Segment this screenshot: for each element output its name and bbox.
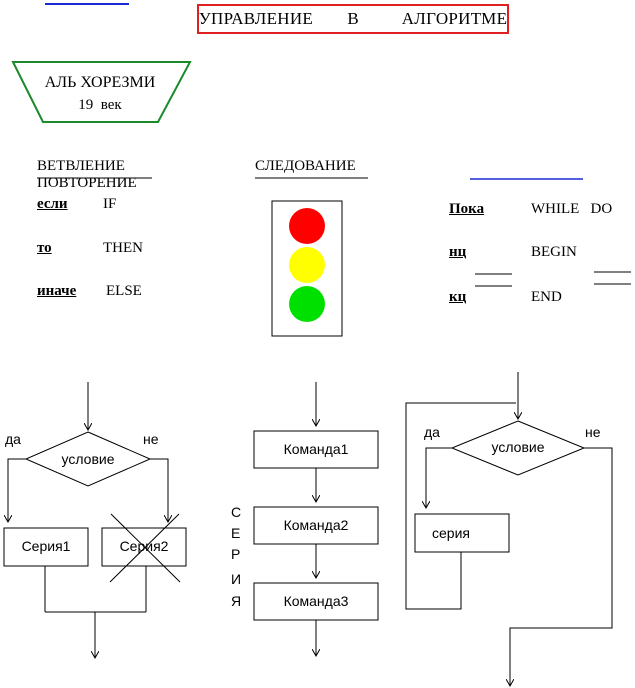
- sequence-diagram: [253, 382, 379, 656]
- branch-diagram: [3, 382, 187, 658]
- traffic-light-red: [289, 208, 325, 244]
- keyword-else-en: ELSE: [106, 283, 142, 299]
- header-sequence: СЛЕДОВАНИЕ: [255, 158, 356, 174]
- keyword-while-en: WHILE DO: [531, 201, 613, 217]
- loop-body-block: серия: [432, 525, 470, 541]
- series-letter-4: И: [231, 571, 242, 587]
- branch-no-label: не: [143, 431, 159, 447]
- keyword-while-ru: Пока: [449, 201, 485, 217]
- keyword-begin-ru: нц: [449, 244, 467, 260]
- branch-yes-label: да: [5, 431, 21, 447]
- header-repeat: ПОВТОРЕНИЕ: [37, 175, 137, 189]
- branch-left-block: Серия1: [21, 538, 71, 554]
- author-century: 19 век: [78, 96, 122, 113]
- loop-yes-label: да: [424, 424, 440, 440]
- author-name: АЛЬ ХОРЕЗМИ: [44, 74, 156, 91]
- keyword-begin-en: BEGIN: [531, 244, 577, 260]
- sequence-command-3: Команда3: [283, 593, 349, 609]
- keyword-else-ru: иначе: [37, 283, 77, 299]
- series-letter-5: Я: [231, 593, 242, 609]
- author-trapezoid: [11, 61, 192, 123]
- page-title: УПРАВЛЕНИЕ В АЛГОРИТМЕ: [197, 4, 509, 34]
- traffic-light-green: [289, 286, 325, 322]
- sequence-command-2: Команда2: [283, 517, 349, 533]
- header-branching: ВЕТВЛЕНИЕ: [37, 158, 125, 174]
- keyword-if-ru: если: [37, 196, 68, 212]
- series-letter-1: С: [231, 504, 242, 520]
- keyword-end-en: END: [531, 289, 562, 305]
- loop-no-label: не: [585, 424, 601, 440]
- branch-right-block: Серия2: [119, 538, 169, 554]
- sequence-command-1: Команда1: [283, 441, 349, 457]
- series-letter-3: Р: [231, 546, 241, 562]
- traffic-light-yellow: [289, 247, 325, 283]
- branch-condition: условие: [61, 451, 115, 467]
- loop-condition: условие: [491, 439, 545, 455]
- keyword-then-ru: то: [37, 240, 52, 256]
- keyword-then-en: THEN: [103, 240, 143, 256]
- keyword-if-en: IF: [103, 196, 117, 212]
- loop-diagram: [405, 372, 613, 686]
- series-letter-2: Е: [231, 525, 241, 541]
- keyword-end-ru: кц: [449, 289, 467, 305]
